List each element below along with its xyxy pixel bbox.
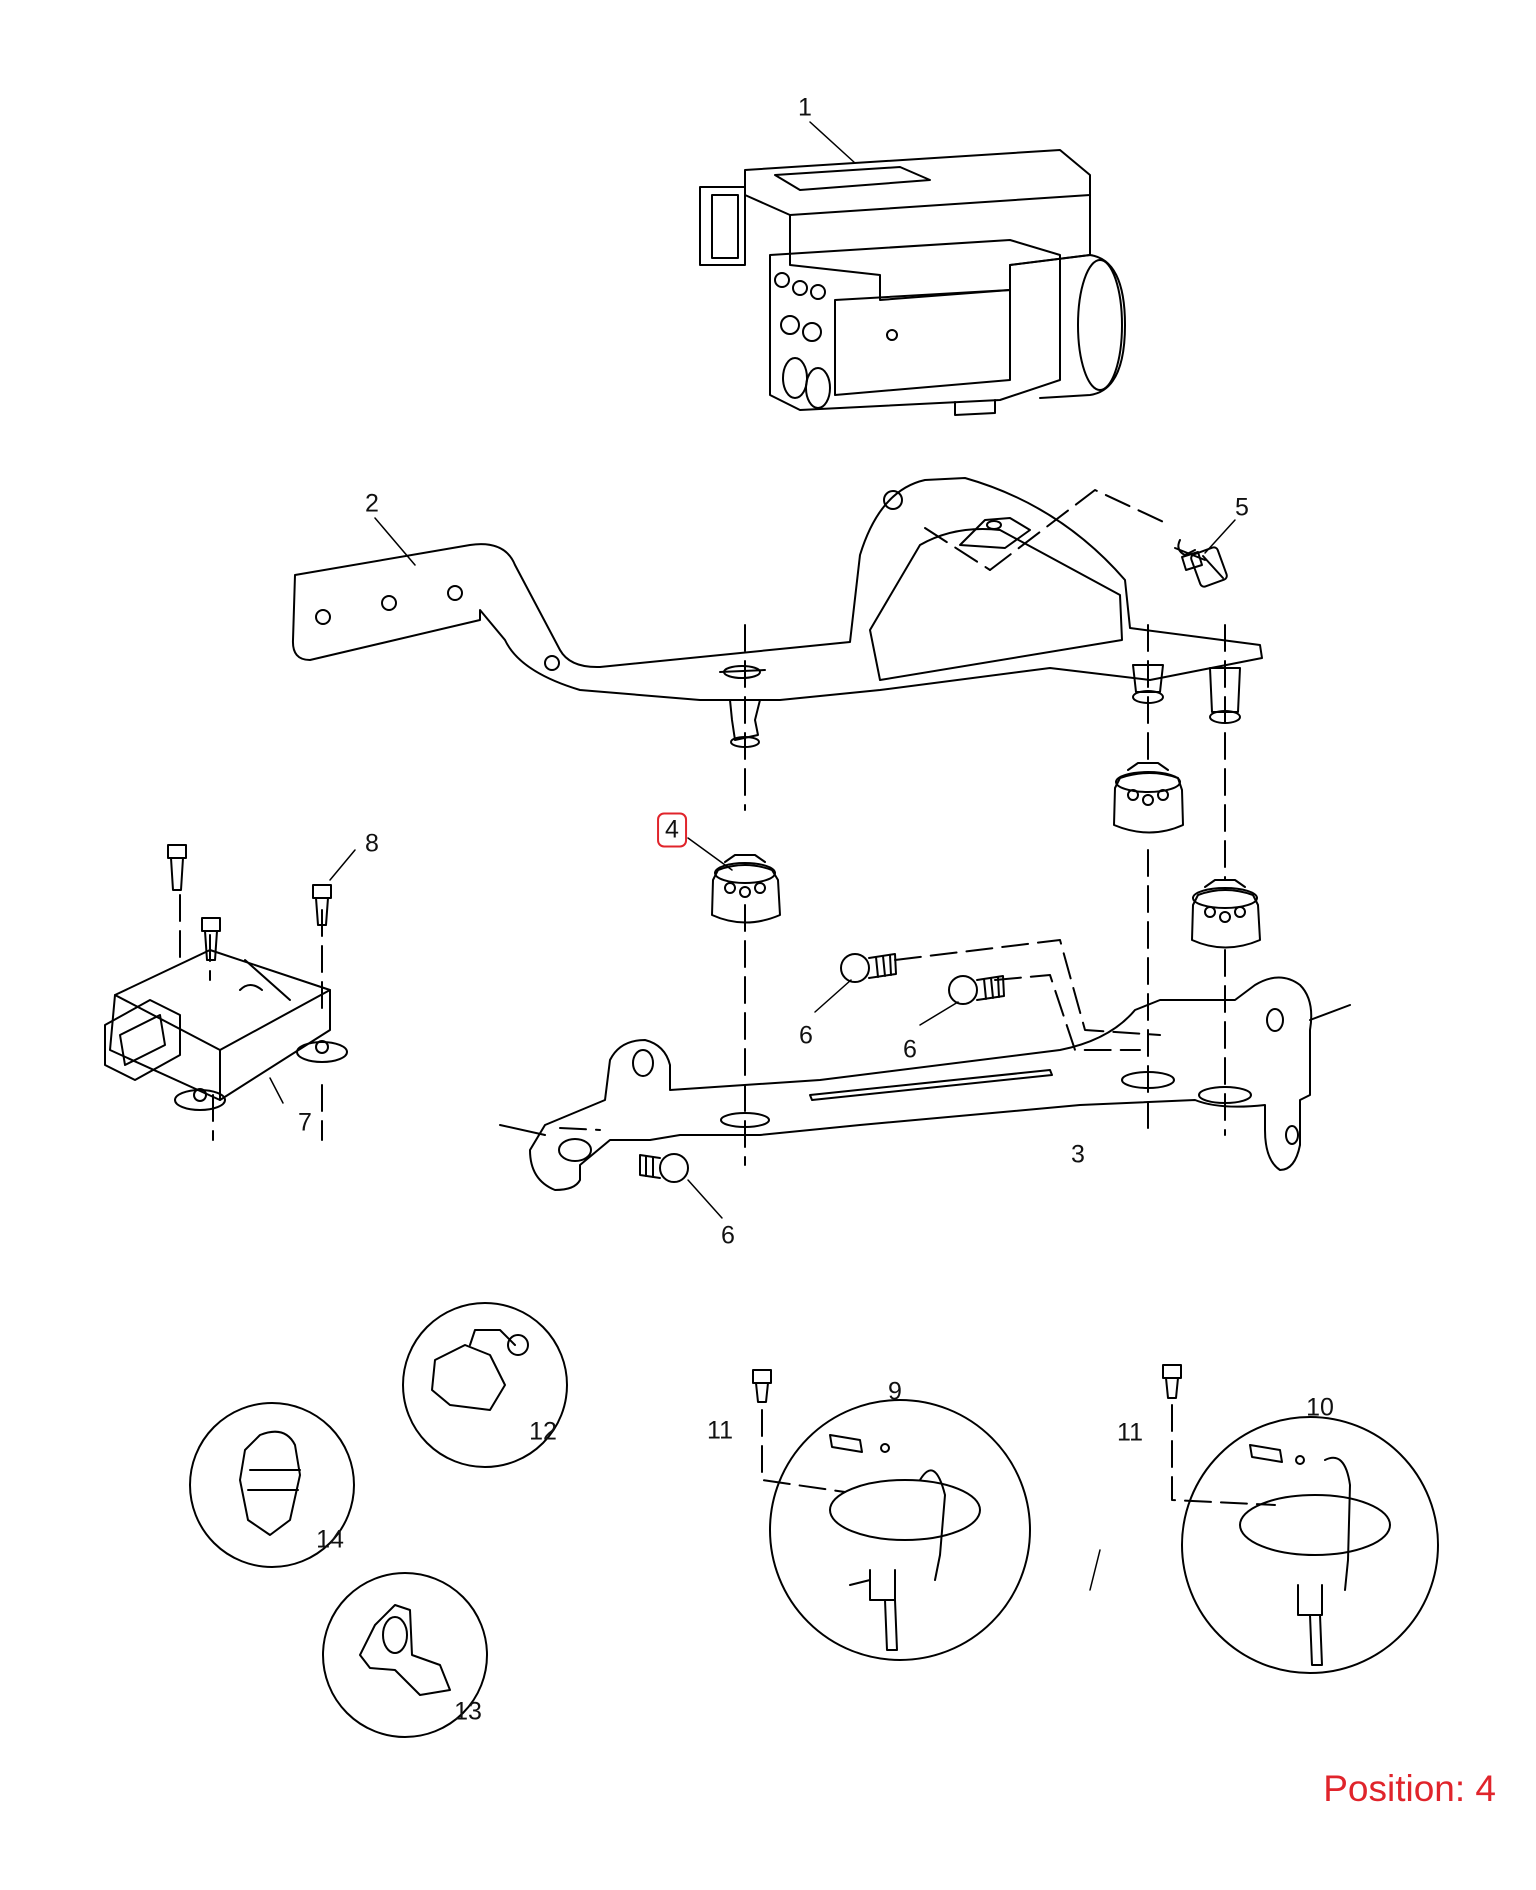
callout-14[interactable]: 14: [316, 1525, 344, 1554]
bolt-6-b: [948, 975, 1005, 1005]
callout-12[interactable]: 12: [529, 1417, 557, 1446]
callout-13[interactable]: 13: [454, 1697, 482, 1726]
isolator-4-right: [1113, 762, 1184, 834]
callout-6-b[interactable]: 6: [903, 1035, 917, 1064]
position-indicator: Position: 4: [1323, 1768, 1496, 1809]
callout-1[interactable]: 1: [798, 93, 812, 122]
abs-control-module: [699, 149, 1126, 416]
upper-bracket: [291, 477, 1263, 701]
screw-8-a: [167, 844, 187, 891]
grommet-pins: [729, 664, 1241, 748]
callout-10[interactable]: 10: [1306, 1393, 1334, 1422]
screw-8-c: [312, 884, 332, 926]
callout-9[interactable]: 9: [888, 1377, 902, 1406]
bolt-6-c: [639, 1153, 689, 1183]
detail-circle-9: [769, 1399, 1031, 1661]
screw-11-b: [1162, 1364, 1182, 1399]
callout-8[interactable]: 8: [365, 829, 379, 858]
isolator-4-far-right: [1191, 879, 1261, 949]
callout-7[interactable]: 7: [298, 1108, 312, 1137]
callout-11-b[interactable]: 11: [1117, 1418, 1143, 1447]
callout-5[interactable]: 5: [1235, 493, 1249, 522]
callout-3[interactable]: 3: [1071, 1140, 1085, 1169]
callout-leaders: [269, 121, 1236, 1591]
detail-circle-14: [189, 1402, 355, 1568]
detail-circle-12: [402, 1302, 568, 1468]
callout-4-highlighted[interactable]: 4: [657, 812, 687, 848]
detail-circle-13: [322, 1572, 488, 1738]
screw-11-a: [752, 1369, 772, 1403]
bolt-6-a: [840, 953, 897, 983]
callout-6-a[interactable]: 6: [799, 1021, 813, 1050]
callout-11-a[interactable]: 11: [707, 1416, 733, 1445]
callout-2[interactable]: 2: [365, 489, 379, 518]
screw-8-b: [201, 917, 221, 961]
detail-circle-10: [1181, 1416, 1439, 1674]
sensor-module-7: [104, 949, 348, 1111]
mounting-bolt-5: [1174, 539, 1228, 588]
lower-bracket: [499, 976, 1351, 1191]
callout-6-c[interactable]: 6: [721, 1221, 735, 1250]
isolator-4-highlighted: [711, 854, 781, 924]
